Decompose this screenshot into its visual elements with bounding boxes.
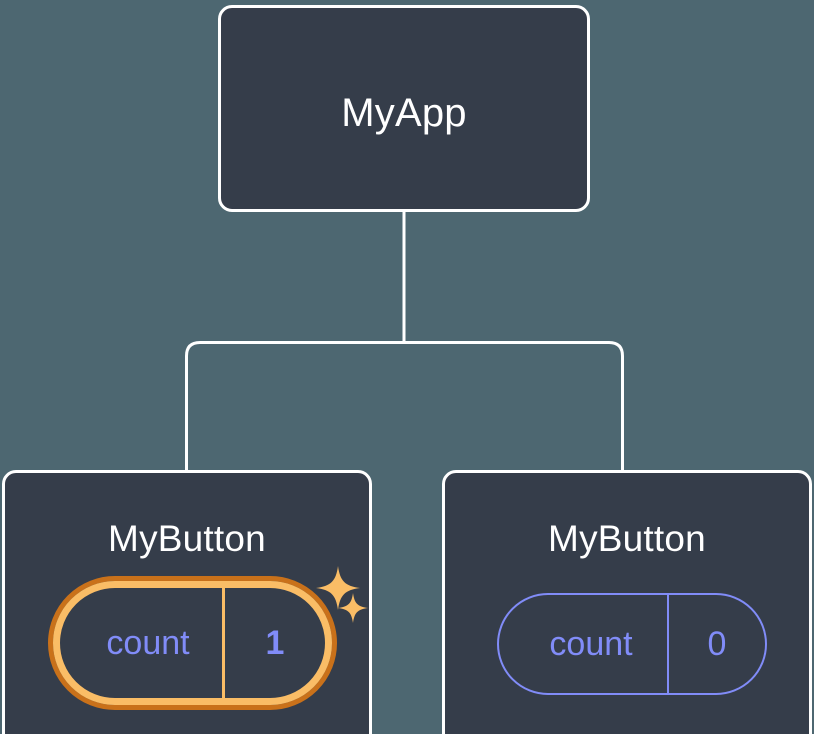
node-mybutton-right[interactable]: MyButton count 0: [442, 470, 812, 734]
state-pill-divider-left: [222, 581, 225, 705]
state-name-count-left: count: [106, 623, 190, 662]
state-name-count-right: count: [549, 624, 633, 663]
sparkle-icon-small: [338, 593, 368, 623]
state-pill-plain[interactable]: count 0: [497, 593, 767, 695]
state-pill-highlighted[interactable]: count 1: [48, 576, 337, 710]
state-value-left: 1: [265, 623, 285, 662]
node-mybutton-left-label: MyButton: [108, 518, 266, 559]
node-mybutton-left[interactable]: MyButton count 1: [2, 470, 372, 734]
node-mybutton-right-label: MyButton: [548, 518, 706, 559]
node-myapp[interactable]: MyApp: [218, 5, 590, 212]
state-pill-divider-right: [667, 595, 669, 693]
state-pill-inner-ring: count 1: [53, 581, 332, 705]
edge-split-bar: [185, 341, 624, 470]
state-value-right: 0: [707, 624, 727, 663]
sparkle-icon-large: [316, 566, 360, 610]
node-myapp-label: MyApp: [341, 91, 467, 135]
